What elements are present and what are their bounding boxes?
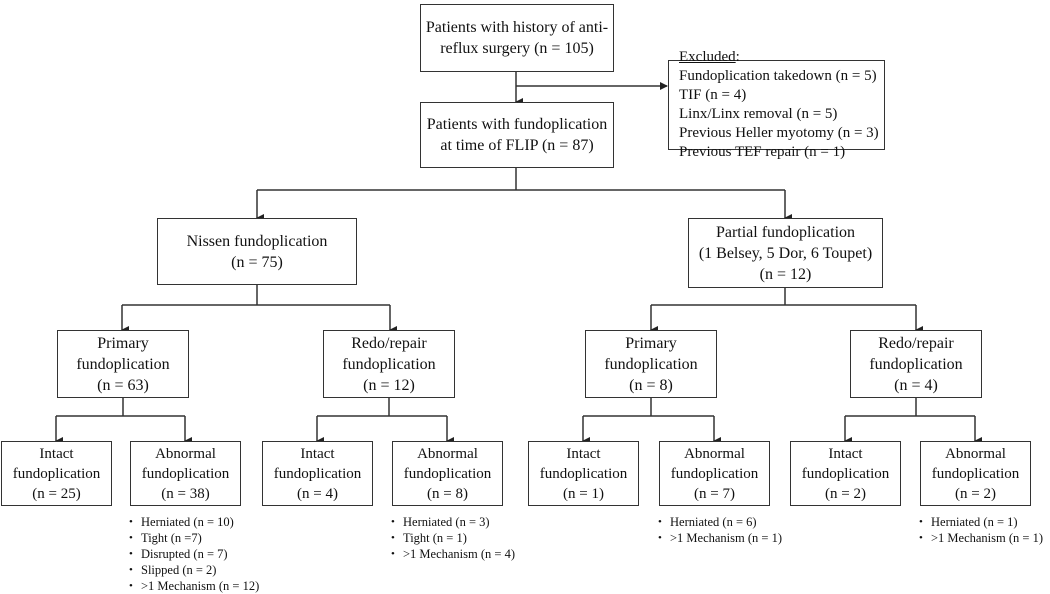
text: (n = 7) bbox=[694, 485, 735, 502]
mechanism-item: Herniated (n = 10) bbox=[141, 514, 259, 530]
text: reflux surgery (n = 105) bbox=[440, 40, 594, 57]
text: (n = 12) bbox=[759, 265, 812, 283]
excluded-item: TIF (n = 4) bbox=[679, 87, 747, 103]
text: Patients with fundoplication bbox=[426, 116, 608, 133]
text: fundoplication bbox=[12, 465, 101, 482]
excluded-item: Previous Heller myotomy (n = 3) bbox=[679, 125, 879, 141]
mechanism-list: Herniated (n = 1)>1 Mechanism (n = 1) bbox=[917, 514, 1043, 546]
text: fundoplication bbox=[273, 465, 362, 482]
mechanism-item: Herniated (n = 3) bbox=[403, 514, 515, 530]
text: fundoplication bbox=[141, 465, 230, 482]
text: Patients with history of anti- bbox=[425, 19, 609, 36]
text: fundoplication bbox=[801, 465, 890, 482]
text: Abnormal bbox=[684, 445, 745, 462]
text: fundoplication bbox=[76, 355, 170, 373]
excluded-item: Fundoplication takedown (n = 5) bbox=[679, 68, 877, 84]
excluded-heading: Excluded: bbox=[679, 49, 740, 65]
text: fundoplication bbox=[931, 465, 1020, 482]
box-level3: Primary fundoplication (n = 63) bbox=[57, 330, 189, 398]
text: (n = 63) bbox=[97, 376, 149, 394]
mechanism-item: Tight (n = 1) bbox=[403, 530, 515, 546]
text: Abnormal bbox=[945, 445, 1006, 462]
text: (n = 2) bbox=[955, 485, 996, 502]
text: (n = 2) bbox=[825, 485, 866, 502]
text: (n = 38) bbox=[161, 485, 210, 502]
text: (n = 75) bbox=[231, 253, 283, 271]
text: (n = 1) bbox=[563, 485, 604, 502]
box-partial: Partial fundoplication (1 Belsey, 5 Dor, … bbox=[688, 218, 883, 288]
text: fundoplication bbox=[539, 465, 628, 482]
box-intact: Intact fundoplication (n = 1) bbox=[528, 441, 639, 506]
mechanism-item: >1 Mechanism (n = 12) bbox=[141, 578, 259, 594]
box-intact: Intact fundoplication (n = 2) bbox=[790, 441, 901, 506]
box-intact: Intact fundoplication (n = 4) bbox=[262, 441, 373, 506]
excluded-item: Linx/Linx removal (n = 5) bbox=[679, 106, 838, 122]
text: fundoplication bbox=[342, 355, 436, 373]
mechanism-item: >1 Mechanism (n = 1) bbox=[931, 530, 1043, 546]
text: fundoplication bbox=[869, 355, 963, 373]
box-level3: Redo/repair fundoplication (n = 4) bbox=[850, 330, 982, 398]
text: Intact bbox=[39, 445, 74, 462]
box-level3: Primary fundoplication (n = 8) bbox=[585, 330, 717, 398]
text: Primary bbox=[625, 334, 677, 352]
text: Redo/repair bbox=[351, 334, 427, 352]
box-abnormal: Abnormal fundoplication (n = 8) bbox=[392, 441, 503, 506]
box-excluded: Excluded: Fundoplication takedown (n = 5… bbox=[668, 49, 885, 160]
text: at time of FLIP (n = 87) bbox=[440, 137, 594, 154]
box-level3: Redo/repair fundoplication (n = 12) bbox=[323, 330, 455, 398]
box-abnormal: Abnormal fundoplication (n = 2) bbox=[920, 441, 1031, 506]
text: (n = 4) bbox=[894, 376, 938, 394]
text: fundoplication bbox=[403, 465, 492, 482]
text: fundoplication bbox=[670, 465, 759, 482]
text: (n = 12) bbox=[363, 376, 415, 394]
text: Partial fundoplication bbox=[715, 223, 856, 241]
text: (n = 8) bbox=[629, 376, 673, 394]
mechanism-item: Slipped (n = 2) bbox=[141, 562, 259, 578]
mechanism-item: Tight (n =7) bbox=[141, 530, 259, 546]
mechanism-list: Herniated (n = 3)Tight (n = 1)>1 Mechani… bbox=[389, 514, 515, 562]
text: (1 Belsey, 5 Dor, 6 Toupet) bbox=[698, 244, 873, 262]
text: (n = 25) bbox=[32, 485, 81, 502]
text: (n = 4) bbox=[297, 485, 338, 502]
text: Abnormal bbox=[155, 445, 216, 462]
text: Redo/repair bbox=[878, 334, 954, 352]
mechanism-item: Herniated (n = 1) bbox=[931, 514, 1043, 530]
mechanism-item: Herniated (n = 6) bbox=[670, 514, 782, 530]
text: Nissen fundoplication bbox=[186, 232, 328, 250]
mechanism-item: Disrupted (n = 7) bbox=[141, 546, 259, 562]
box-fundoplication-at-flip: Patients with fundoplication at time of F… bbox=[420, 102, 614, 168]
text: Abnormal bbox=[417, 445, 478, 462]
text: (n = 8) bbox=[427, 485, 468, 502]
box-intact: Intact fundoplication (n = 25) bbox=[1, 441, 112, 506]
text: Primary bbox=[97, 334, 149, 352]
box-antireflux-history: Patients with history of anti-reflux sur… bbox=[420, 4, 614, 72]
box-abnormal: Abnormal fundoplication (n = 7) bbox=[659, 441, 770, 506]
mechanism-list: Herniated (n = 10)Tight (n =7)Disrupted … bbox=[127, 514, 259, 594]
text: fundoplication bbox=[604, 355, 698, 373]
mechanism-item: >1 Mechanism (n = 1) bbox=[670, 530, 782, 546]
mechanism-list: Herniated (n = 6)>1 Mechanism (n = 1) bbox=[656, 514, 782, 546]
mechanism-item: >1 Mechanism (n = 4) bbox=[403, 546, 515, 562]
text: Intact bbox=[566, 445, 601, 462]
excluded-item: Previous TEF repair (n = 1) bbox=[679, 144, 846, 160]
box-abnormal: Abnormal fundoplication (n = 38) bbox=[130, 441, 241, 506]
text: Intact bbox=[300, 445, 335, 462]
box-nissen: Nissen fundoplication (n = 75) bbox=[157, 218, 357, 285]
text: Intact bbox=[828, 445, 863, 462]
